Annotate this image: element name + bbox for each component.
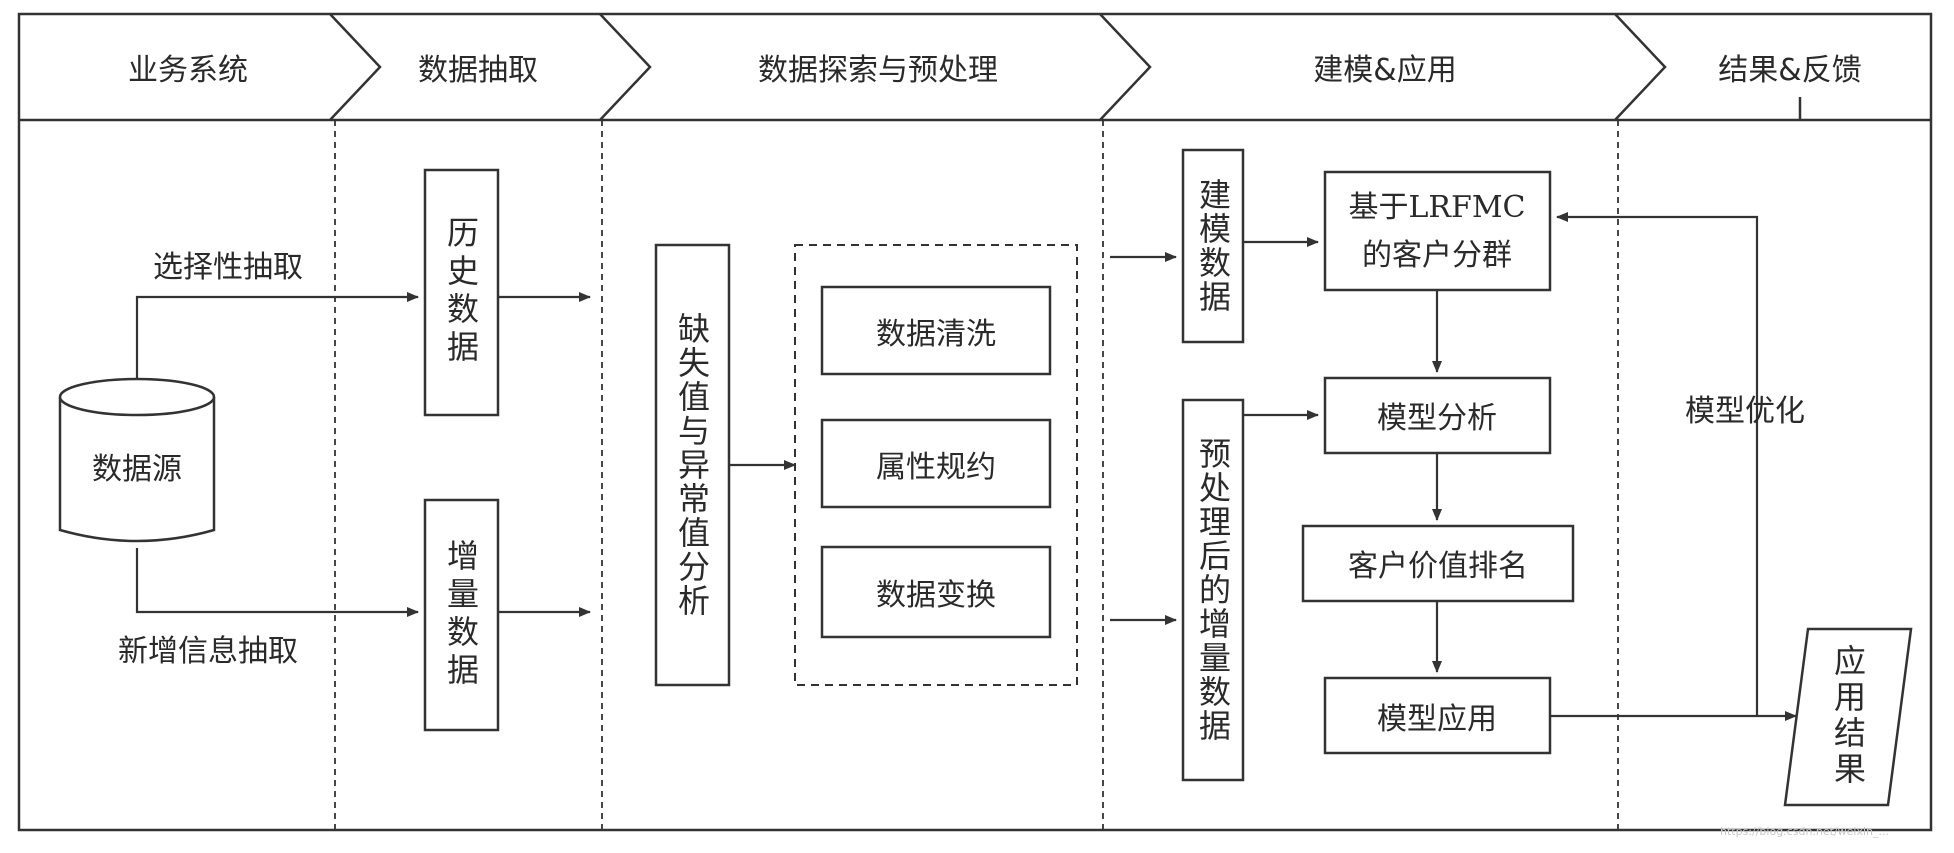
cleaning-box	[820, 285, 1052, 376]
application-box	[1323, 676, 1552, 755]
outer-frame	[17, 12, 1933, 832]
arrow-source-history	[135, 292, 419, 379]
result-box	[1783, 627, 1913, 807]
missing-value-label: 缺失值与异常值分析	[673, 312, 711, 618]
model-data-label: 建模数据	[1194, 178, 1232, 314]
database-label: 数据源	[92, 452, 182, 487]
cluster-box	[1323, 170, 1552, 292]
edge-label-select-extract: 选择性抽取	[153, 250, 303, 285]
chevron-extract	[599, 13, 652, 121]
history-data-label: 历史数据	[442, 216, 480, 368]
application-label: 模型应用	[1377, 702, 1497, 737]
missing-value-box	[654, 243, 731, 687]
cleaning-label: 数据清洗	[876, 317, 996, 352]
reduction-box	[820, 418, 1052, 509]
transform-box	[820, 545, 1052, 639]
ranking-box	[1301, 524, 1575, 603]
increment-data-box	[423, 498, 500, 732]
stage-header	[19, 13, 1931, 122]
arrow-source-increment	[135, 548, 419, 617]
model-data-box	[1181, 148, 1245, 344]
lane-separators	[334, 120, 1619, 830]
arrow-optimize-loop	[1556, 212, 1759, 716]
stage-label-explore: 数据探索与预处理	[758, 53, 998, 88]
edge-label-optimize: 模型优化	[1685, 394, 1805, 429]
increment-data-label: 增量数据	[442, 539, 480, 691]
preprocessed-data-label: 预处理后的增量数据	[1194, 437, 1232, 743]
chevron-business	[329, 13, 382, 121]
analysis-box	[1323, 376, 1552, 455]
watermark: https://blog.csdn.net/weixin_...	[1720, 825, 1890, 838]
stage-label-feedback: 结果&反馈	[1718, 53, 1862, 88]
edge-label-new-extract: 新增信息抽取	[118, 634, 298, 669]
stage-label-business: 业务系统	[128, 53, 248, 88]
reduction-label: 属性规约	[876, 450, 996, 485]
transform-label: 数据变换	[876, 578, 996, 613]
result-label: 应用结果	[1829, 644, 1867, 788]
connectors	[135, 212, 1797, 721]
ranking-label: 客户价值排名	[1348, 549, 1528, 584]
cluster-label-line1: 基于LRFMC	[1348, 190, 1526, 225]
stage-label-model: 建模&应用	[1313, 53, 1457, 88]
chevron-model	[1614, 13, 1667, 121]
analysis-label: 模型分析	[1377, 401, 1497, 436]
stage-label-extract: 数据抽取	[418, 53, 538, 88]
cluster-label-line2: 的客户分群	[1362, 238, 1512, 273]
chevron-explore	[1099, 13, 1152, 121]
preprocessed-data-box	[1181, 398, 1245, 782]
history-data-box	[423, 168, 500, 417]
